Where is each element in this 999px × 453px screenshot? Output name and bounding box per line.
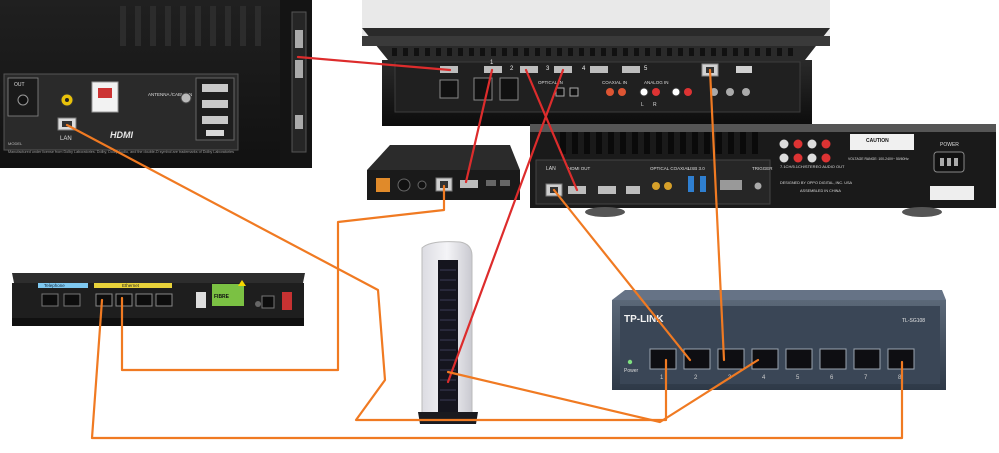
tv-hdmi-port-2[interactable]	[202, 100, 228, 108]
receiver-r-label: R	[653, 102, 657, 108]
av-receiver-back: 1 2 3 4 5 OPTICAL IN COAXIAL IN ANALOG I…	[362, 0, 830, 126]
receiver-analog-label: ANALOG IN	[644, 80, 669, 85]
router-usb-port[interactable]	[196, 292, 206, 308]
hdmi-cable-tv-receiver	[296, 55, 452, 72]
tv-optical-port	[17, 94, 29, 106]
receiver-usb-port[interactable]	[736, 66, 752, 73]
bluray-trigger-label: TRIGGER	[752, 166, 773, 171]
fibre-router: Telephone Ethernet FIBRE	[12, 273, 305, 326]
router-phone-port-2[interactable]	[63, 293, 81, 307]
bluray-lan-label: LAN	[546, 166, 556, 172]
wifi-tower	[418, 241, 478, 424]
switch-model: TL-SG108	[902, 318, 925, 324]
switch-port-5[interactable]	[785, 348, 813, 370]
bluray-usb-port-1[interactable]	[688, 176, 694, 192]
bluray-analog-label: 7.1CH/5.1CH/STEREO AUDIO OUT	[780, 164, 845, 169]
streaming-box	[367, 145, 520, 200]
switch-port-num-4: 4	[762, 375, 766, 381]
router-power-socket[interactable]	[261, 295, 275, 309]
tv-hdmi-port-3[interactable]	[202, 116, 228, 124]
streaming-box-hdmi-port[interactable]	[460, 180, 478, 188]
bluray-spec-text: VOLTAGE RANGE: 100-240V~ 50/60Hz	[848, 157, 909, 161]
tv-hdmi-port-1[interactable]	[202, 84, 228, 92]
bluray-assembled-text: ASSEMBLED IN CHINA	[800, 189, 841, 193]
hdmi-cable-bluray-receiver	[524, 68, 579, 192]
switch-power-label: Power	[624, 368, 639, 374]
router-eth-port-2[interactable]	[115, 293, 133, 307]
router-reset-button[interactable]	[255, 301, 261, 307]
receiver-hdmi-num-3: 3	[546, 66, 550, 72]
bluray-hdmi-in[interactable]	[626, 186, 640, 194]
bluray-hdmi-audio[interactable]	[598, 186, 616, 194]
eth-cable-tv-switch	[65, 123, 668, 422]
tv-out-label: OUT	[14, 82, 25, 88]
switch-power-led	[627, 359, 633, 365]
router-eth-port-4[interactable]	[155, 293, 173, 307]
router-ethernet-label: Ethernet	[122, 283, 140, 288]
tv-model-label: MODEL	[8, 141, 23, 146]
receiver-optical-label: OPTICAL IN	[538, 80, 563, 85]
router-eth-port-3[interactable]	[135, 293, 153, 307]
bluray-player-back: LAN HDMI OUT OPTICAL COAXIAL USB 3.0 TRI…	[530, 124, 996, 217]
streaming-box-power-button[interactable]	[376, 178, 390, 192]
bluray-usb-port-2[interactable]	[700, 176, 706, 192]
switch-port-num-2: 2	[694, 375, 698, 381]
router-fibre-label: FIBRE	[214, 294, 230, 300]
receiver-l-label: L	[641, 102, 644, 108]
tv-antenna-label: ANTENNA /CABLE IN	[148, 92, 192, 97]
switch-port-num-8: 8	[898, 375, 902, 381]
receiver-hdmi-2[interactable]	[520, 66, 538, 73]
switch-port-num-1: 1	[660, 375, 664, 381]
receiver-hdmi-num-4: 4	[582, 66, 586, 72]
switch-port-3[interactable]	[717, 348, 745, 370]
switch-port-num-7: 7	[864, 375, 868, 381]
receiver-hdmi-num-1: 1	[490, 60, 494, 66]
switch-port-1[interactable]	[649, 348, 677, 370]
hdmi-cable-streamer-receiver	[464, 68, 494, 184]
switch-port-6[interactable]	[819, 348, 847, 370]
receiver-hdmi-1[interactable]	[484, 66, 502, 73]
bluray-made-text: DESIGNED BY OPPO DIGITAL, INC. USA	[780, 181, 852, 185]
receiver-hdmi-5[interactable]	[622, 66, 640, 73]
router-power-switch[interactable]	[282, 292, 292, 310]
switch-port-2[interactable]	[683, 348, 711, 370]
switch-port-4[interactable]	[751, 348, 779, 370]
eth-cable-streamer-router	[120, 184, 446, 372]
tv-lan-label: LAN	[60, 136, 72, 142]
bluray-hdmi-label: HDMI OUT	[568, 166, 590, 171]
receiver-hdmi-4[interactable]	[590, 66, 608, 73]
network-switch: TP-LINK TL-SG108 Power 1 2 3 4 5 6 7 8	[612, 290, 946, 390]
switch-brand: TP-LINK	[624, 314, 664, 325]
eth-cable-tower-switch	[446, 358, 760, 424]
receiver-coaxial-label: COAXIAL IN	[602, 80, 627, 85]
router-eth-port-1[interactable]	[95, 293, 113, 307]
tv-fine-print: Manufactured under license from Dolby La…	[8, 150, 234, 154]
bluray-power-label: POWER	[940, 142, 959, 148]
receiver-hdmi-num-2: 2	[510, 66, 514, 72]
switch-port-num-6: 6	[830, 375, 834, 381]
switch-port-7[interactable]	[853, 348, 881, 370]
tv-hdmi-logo: HDMI	[110, 130, 133, 140]
bluray-usb-label: USB 3.0	[688, 166, 705, 171]
router-phone-port-1[interactable]	[41, 293, 59, 307]
router-telephone-label: Telephone	[44, 283, 65, 288]
tv-usb-port[interactable]	[206, 130, 224, 136]
tv-back-panel: OUT LAN HDMI ANTENNA /CABLE IN MODEL Man…	[0, 0, 312, 168]
receiver-hdmi-num-5: 5	[644, 66, 648, 72]
eth-cable-bluray-switch	[552, 188, 692, 362]
hdmi-cable-tower-receiver	[446, 68, 565, 384]
bluray-optical-label: OPTICAL COAXIAL	[650, 166, 690, 171]
eth-cable-router-switch	[90, 298, 904, 440]
bluray-caution-label: CAUTION	[866, 138, 889, 144]
eth-cable-receiver-switch	[708, 68, 726, 362]
tv-antenna-port	[180, 92, 192, 104]
switch-port-num-5: 5	[796, 375, 800, 381]
